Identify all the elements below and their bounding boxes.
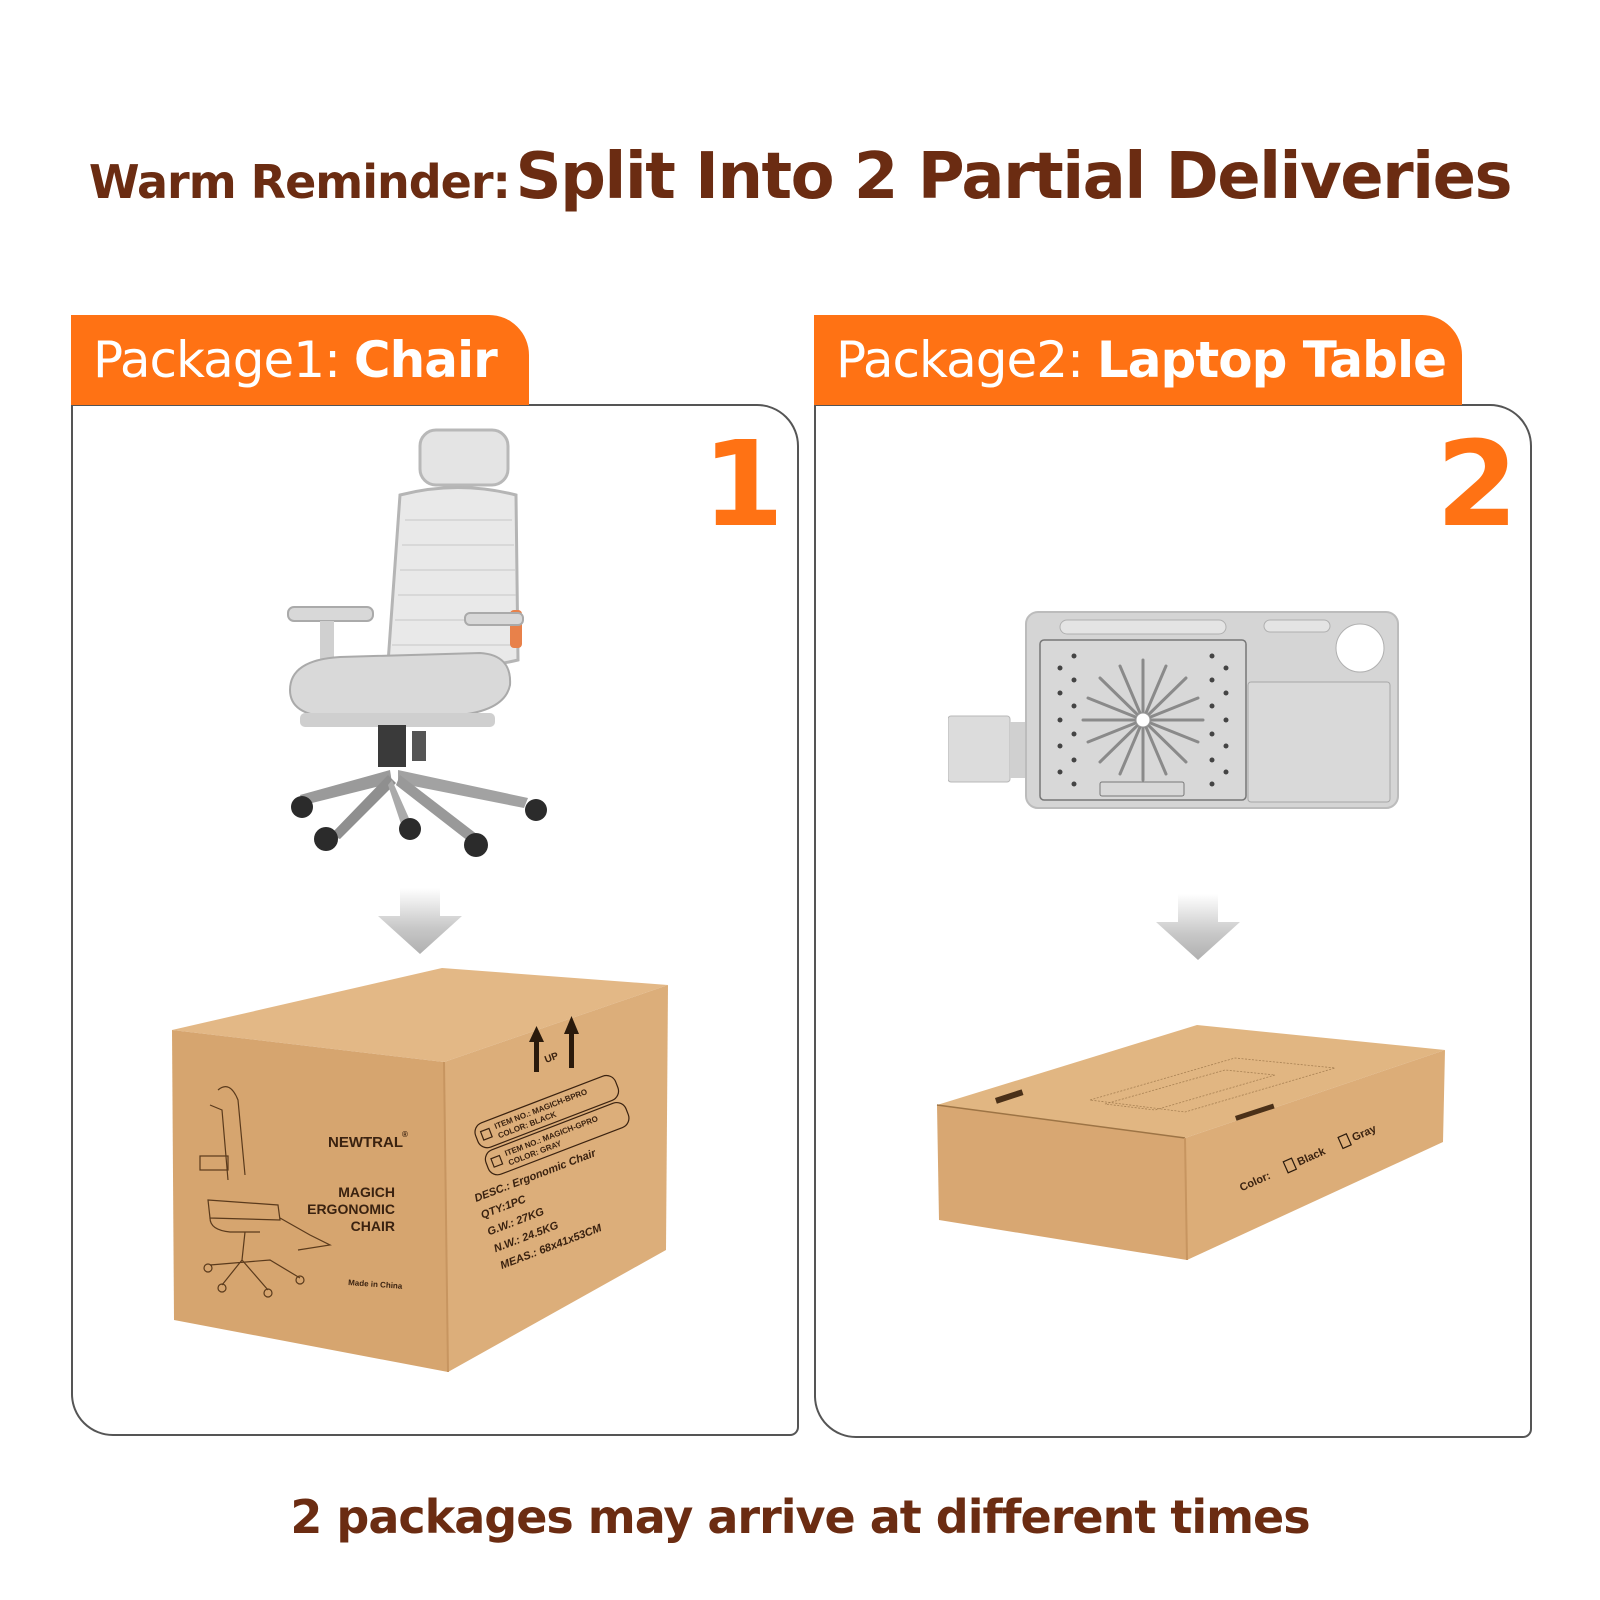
box-origin: Made in China (348, 1278, 403, 1291)
package-number: 2 (1436, 415, 1519, 553)
package-tab-2: Package2: Laptop Table (814, 315, 1462, 405)
package-tab-name: Laptop Table (1096, 331, 1447, 389)
headline: Warm Reminder: Split Into 2 Partial Deli… (0, 140, 1600, 214)
package-tab-name: Chair (353, 331, 498, 389)
chair-image (287, 428, 547, 857)
laptop-table-image (948, 611, 1399, 809)
package-tab-prefix: Package1: (93, 331, 341, 389)
box-up-label: UP (543, 1051, 560, 1066)
box-product-line: MAGICH (338, 1184, 395, 1200)
down-arrow-icon (378, 888, 462, 954)
laptop-table-box-image: Color: Black Gray (936, 1025, 1445, 1260)
chair-box-image: NEWTRAL ® MAGICH ERGONOMIC CHAIR Made in… (172, 968, 668, 1373)
chair-outline-icon (199, 1086, 332, 1298)
checkbox-black (479, 1127, 493, 1141)
box-brand-mark: ® (402, 1130, 408, 1139)
box-product-line: ERGONOMIC (307, 1201, 395, 1217)
package-number: 1 (702, 415, 785, 553)
checkbox-gray (1337, 1133, 1352, 1150)
headline-main: Split Into 2 Partial Deliveries (515, 140, 1513, 214)
package-card-2 (814, 404, 1532, 1438)
footer-note: 2 packages may arrive at different times (290, 1490, 1310, 1544)
package-tab-prefix: Package2: (836, 331, 1084, 389)
checkbox-gray (490, 1154, 504, 1168)
checkbox-black (1282, 1157, 1298, 1174)
box-product-line: CHAIR (351, 1218, 395, 1234)
up-arrows-icon (529, 1016, 579, 1072)
package-tab-1: Package1: Chair (71, 315, 529, 405)
down-arrow-icon (1156, 894, 1240, 960)
headline-lead: Warm Reminder: (88, 155, 511, 209)
box-brand: NEWTRAL (328, 1134, 403, 1151)
